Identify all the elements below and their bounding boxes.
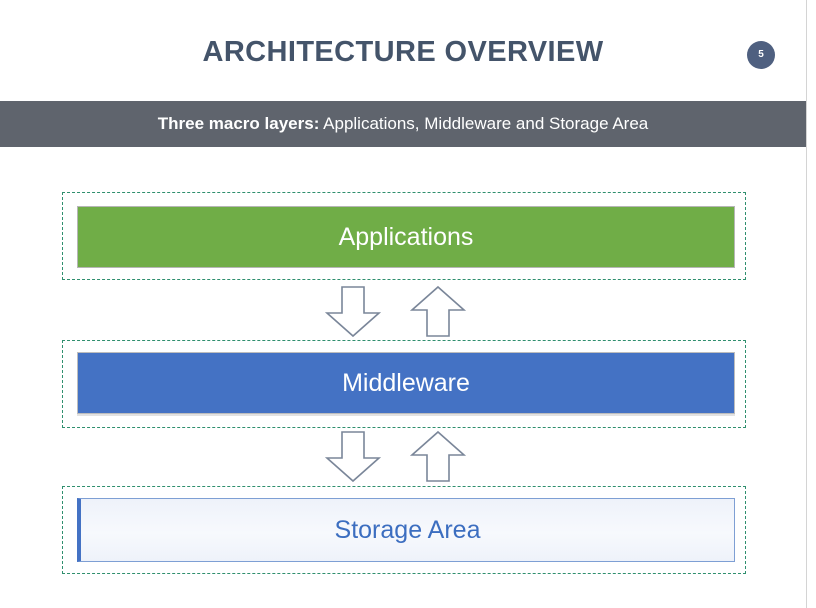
subtitle-rest: Applications, Middleware and Storage Are… [319, 114, 649, 133]
arrow-down-applications-to-middleware [324, 286, 382, 338]
layer-bar-storage[interactable]: Storage Area [77, 498, 735, 562]
arrow-up-storage-to-middleware [409, 430, 467, 482]
page-number-badge: 5 [747, 41, 775, 69]
page-number-value: 5 [758, 49, 764, 60]
subtitle-band: Three macro layers: Applications, Middle… [0, 101, 806, 147]
layer-bar-applications[interactable]: Applications [77, 206, 735, 268]
arrow-up-middleware-to-applications [409, 285, 467, 337]
page-title: ARCHITECTURE OVERVIEW [202, 36, 604, 68]
layer-group-applications [62, 192, 746, 280]
subtitle-strong: Three macro layers: [157, 114, 320, 133]
layer-group-storage [62, 486, 746, 574]
arrow-down-middleware-to-storage [324, 431, 382, 483]
layer-label-applications: Applications [338, 222, 474, 251]
slide-right-border [806, 0, 807, 608]
layer-bar-middleware[interactable]: Middleware [77, 352, 735, 414]
layer-label-storage: Storage Area [334, 515, 481, 544]
layer-label-middleware: Middleware [342, 368, 470, 397]
layer-group-middleware [62, 340, 746, 428]
subtitle-text: Three macro layers: Applications, Middle… [158, 114, 648, 134]
